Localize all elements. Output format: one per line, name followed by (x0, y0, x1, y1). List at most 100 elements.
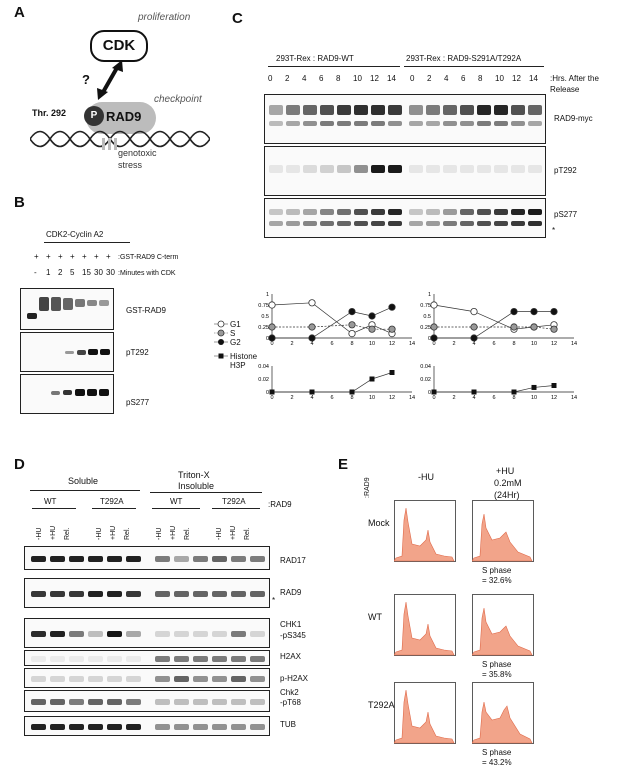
blot-band (320, 121, 334, 126)
blot-band (155, 631, 170, 637)
blot-label-ps277-b: pS277 (126, 398, 150, 407)
point-h3p (551, 383, 557, 388)
blot-band (174, 724, 189, 730)
phospho-circle: P (84, 106, 104, 126)
blot-band (174, 656, 189, 662)
blot-band (50, 699, 65, 705)
cdk-cyclin-header: CDK2-Cyclin A2 (46, 230, 104, 239)
blot-band (250, 676, 265, 682)
timepoint-label: 8 (336, 74, 341, 83)
blot-band (212, 699, 227, 705)
x-tick-label: 0 (432, 341, 435, 347)
timepoint-label: 6 (319, 74, 324, 83)
blot-band (494, 165, 508, 173)
condition-label: -HU (216, 527, 223, 540)
blot-band (126, 724, 141, 730)
x-tick-label: 12 (389, 395, 395, 401)
triton-rule (150, 492, 262, 493)
condition-label: -HU (36, 527, 43, 540)
x-tick-label: 12 (551, 341, 557, 347)
blot-band (250, 556, 265, 562)
point-s (308, 323, 316, 331)
condition-label: +HU (110, 525, 117, 540)
blot-band (320, 209, 334, 215)
blot-band (388, 221, 402, 226)
blot-band (193, 676, 208, 682)
blot-band (511, 221, 525, 226)
blot-band (193, 699, 208, 705)
x-tick-label: 14 (571, 395, 577, 401)
blot-band (494, 121, 508, 126)
blot-band (126, 676, 141, 682)
point-s (368, 325, 376, 333)
blot-band (31, 631, 46, 637)
x-tick-label: 2 (290, 395, 293, 401)
blot-band (50, 676, 65, 682)
s-phase-value: = 43.2% (482, 758, 512, 767)
y-tick-label: 0.04 (258, 364, 269, 370)
s-phase-label: S phase (482, 566, 512, 575)
t292a-soluble: T292A (100, 497, 124, 506)
blot-band (337, 165, 351, 173)
blot-band (88, 656, 103, 662)
blot-band (50, 724, 65, 730)
blot-band (212, 656, 227, 662)
blot-band (320, 165, 334, 173)
blot-band (443, 165, 457, 173)
x-tick-label: 8 (512, 395, 515, 401)
soluble-label: Soluble (68, 476, 99, 486)
x-tick-label: 10 (369, 341, 375, 347)
x-tick-label: 0 (270, 341, 273, 347)
blot-band (69, 676, 84, 682)
facs-histogram (394, 500, 456, 562)
rad9-blob-label: RAD9 (106, 109, 142, 124)
blot-band (371, 209, 385, 215)
s-phase-value: = 35.8% (482, 670, 512, 679)
blot-band (460, 209, 474, 215)
soluble-rule (30, 490, 140, 491)
blot-band (409, 165, 423, 173)
blot-band (250, 724, 265, 730)
x-tick-label: 10 (531, 395, 537, 401)
point-h3p (511, 389, 517, 395)
blot-band (155, 656, 170, 662)
blot-label-rad9-myc: RAD9-myc (554, 114, 593, 123)
blot-band (371, 121, 385, 126)
blot-band (337, 121, 351, 126)
blot-band (528, 221, 542, 226)
blot-band (174, 556, 189, 562)
blot-band (212, 676, 227, 682)
d-blot-h2ax (24, 650, 270, 666)
blot-band (528, 105, 542, 115)
asterisk-c: * (552, 226, 556, 235)
blot-band (107, 656, 122, 662)
stress-lines-icon (102, 138, 117, 150)
blot-band (460, 165, 474, 173)
point-g1 (470, 307, 478, 316)
blot-band (337, 209, 351, 215)
x-tick-label: 4 (310, 341, 313, 347)
blot-band (477, 121, 491, 126)
blot-band (426, 105, 440, 115)
blot-band (155, 724, 170, 730)
blot-band (371, 221, 385, 226)
point-g1 (430, 301, 438, 309)
blot-band (126, 699, 141, 705)
d-blot-rad9 (24, 578, 270, 608)
blot-band (31, 656, 46, 662)
point-g1 (268, 301, 276, 309)
timepoint-label: 2 (285, 74, 290, 83)
point-s (530, 323, 538, 331)
blot-band (50, 556, 65, 562)
proliferation-label: proliferation (138, 12, 191, 23)
s-phase-value: = 32.6% (482, 576, 512, 585)
blot-ps277-b (20, 374, 114, 414)
legend-h3p: H3P (230, 361, 246, 370)
blot-band (212, 591, 227, 597)
x-tick-label: 6 (330, 395, 333, 401)
blot-band (320, 105, 334, 115)
asterisk-d: * (272, 596, 276, 605)
blot-band (88, 591, 103, 597)
question-mark: ? (82, 72, 90, 87)
d-blot-label: p-H2AX (280, 674, 309, 683)
